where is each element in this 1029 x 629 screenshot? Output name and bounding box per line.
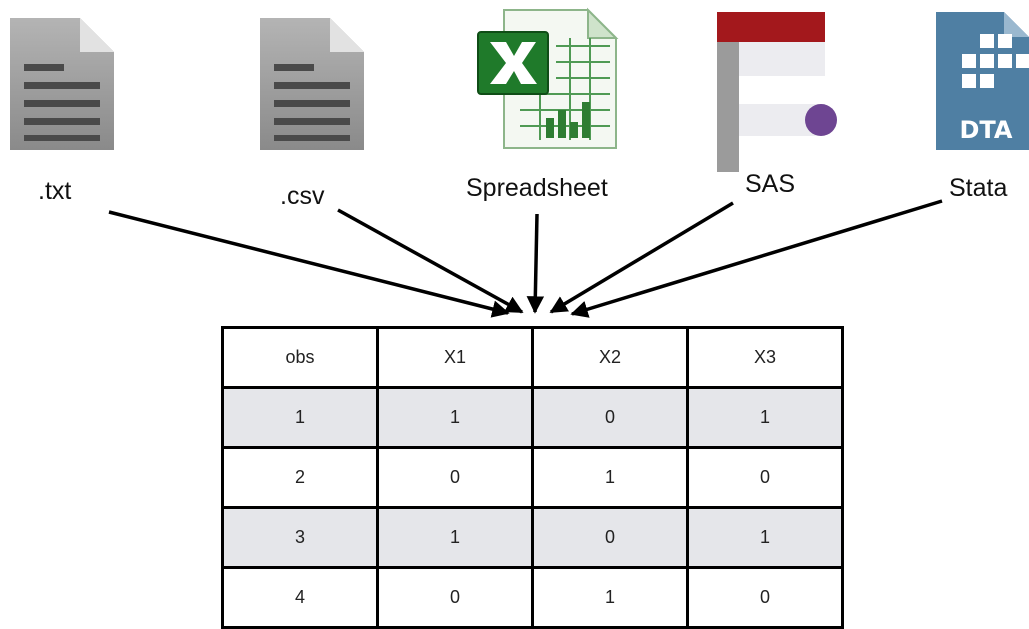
table-cell: 1	[686, 506, 844, 569]
csv-file-icon	[256, 16, 368, 156]
table-header-row: obs X1 X2 X3	[221, 326, 844, 389]
source-label-sas: SAS	[745, 170, 796, 198]
arrow-from-spreadsheet	[526, 213, 545, 314]
table-cell: 1	[686, 386, 844, 449]
table-cell: 1	[531, 566, 689, 629]
table-cell: 0	[686, 446, 844, 509]
table-cell: 0	[376, 446, 534, 509]
table-cell: 0	[376, 566, 534, 629]
arrow-from-sas	[549, 201, 734, 314]
source-label-txt: .txt	[38, 177, 72, 205]
table-cell: 0	[686, 566, 844, 629]
table-cell: 1	[376, 506, 534, 569]
table-cell: 1	[376, 386, 534, 449]
sas-logo-icon	[717, 12, 837, 174]
arrow-from-txt	[108, 210, 510, 318]
header-cell: X3	[686, 326, 844, 389]
data-table: obs X1 X2 X3 1 1 0 1 2 0 1 0 3 1 0 1 4 0…	[221, 326, 844, 629]
stata-icon-text: DTA	[959, 116, 1012, 144]
txt-file-icon	[6, 16, 118, 156]
source-label-stata: Stata	[949, 174, 1008, 202]
excel-spreadsheet-icon	[470, 6, 620, 152]
table-row: 3 1 0 1	[221, 506, 844, 569]
stata-dta-file-icon: DTA	[934, 10, 1029, 152]
arrow-from-csv	[337, 208, 524, 314]
table-cell: 2	[221, 446, 379, 509]
table-cell: 3	[221, 506, 379, 569]
header-cell: X1	[376, 326, 534, 389]
table-cell: 1	[531, 446, 689, 509]
table-cell: 0	[531, 506, 689, 569]
table-cell: 0	[531, 386, 689, 449]
table-row: 4 0 1 0	[221, 566, 844, 629]
source-label-spreadsheet: Spreadsheet	[466, 174, 608, 202]
table-row: 2 0 1 0	[221, 446, 844, 509]
header-cell: X2	[531, 326, 689, 389]
table-cell: 1	[221, 386, 379, 449]
arrow-from-stata	[570, 199, 943, 318]
header-cell: obs	[221, 326, 379, 389]
table-cell: 4	[221, 566, 379, 629]
table-row: 1 1 0 1	[221, 386, 844, 449]
source-label-csv: .csv	[280, 182, 325, 210]
